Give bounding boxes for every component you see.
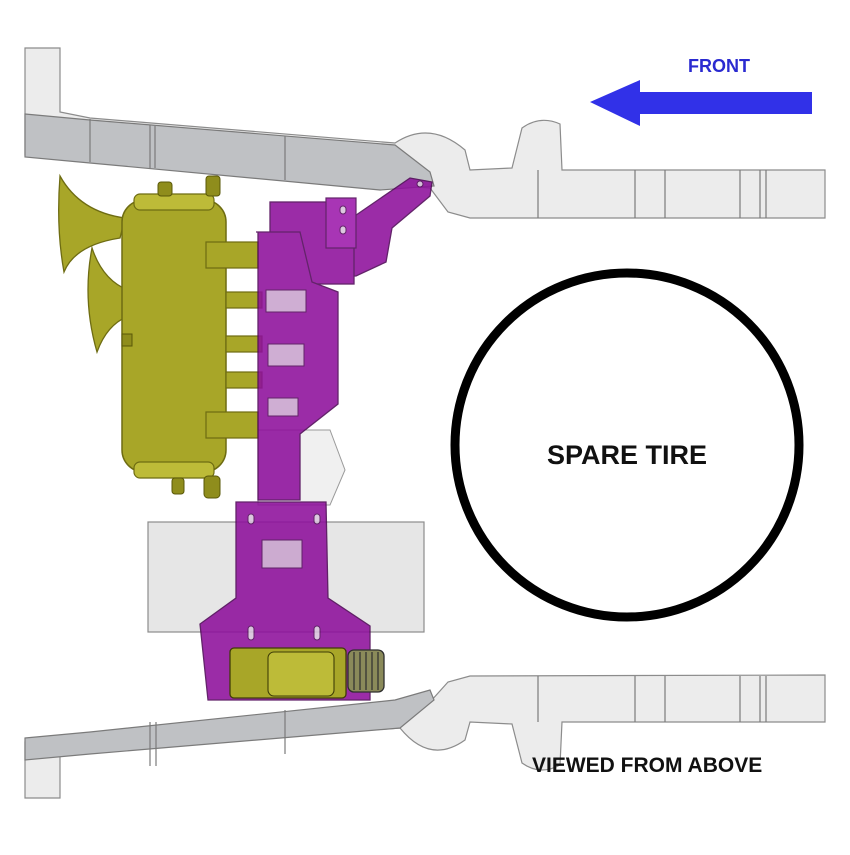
upper-frame-rail xyxy=(24,113,435,191)
view-orientation-label: VIEWED FROM ABOVE xyxy=(532,754,763,777)
bracket-arm xyxy=(345,177,433,277)
spare-tire-outline xyxy=(450,268,804,622)
front-label: FRONT xyxy=(688,56,750,76)
lower-rail-joints xyxy=(149,676,767,766)
lower-frame xyxy=(24,674,826,799)
spare-tire-label: SPARE TIRE xyxy=(546,440,708,470)
upper-rail-joints xyxy=(89,119,767,218)
tank-mounting-straps xyxy=(205,241,263,439)
compressor-body xyxy=(267,651,335,697)
bracket-upper-side xyxy=(325,197,357,249)
tank-end-cap-bottom xyxy=(133,461,215,479)
left-arrow-icon xyxy=(590,80,812,126)
tank-fittings xyxy=(121,175,221,499)
air-tank-assembly xyxy=(58,173,263,499)
bracket-column-windows xyxy=(265,289,307,417)
upper-frame xyxy=(24,47,826,219)
lower-frame-plate xyxy=(24,674,826,799)
lower-horn xyxy=(87,245,135,355)
compressor xyxy=(229,647,385,699)
bracket-slots xyxy=(247,180,424,641)
compressor-fins xyxy=(353,652,379,690)
upper-horn xyxy=(58,173,126,275)
tank-end-cap-top xyxy=(133,193,215,211)
bracket-lower-window xyxy=(261,539,303,569)
lower-frame-rail xyxy=(24,689,435,761)
upper-frame-plate xyxy=(24,47,826,219)
